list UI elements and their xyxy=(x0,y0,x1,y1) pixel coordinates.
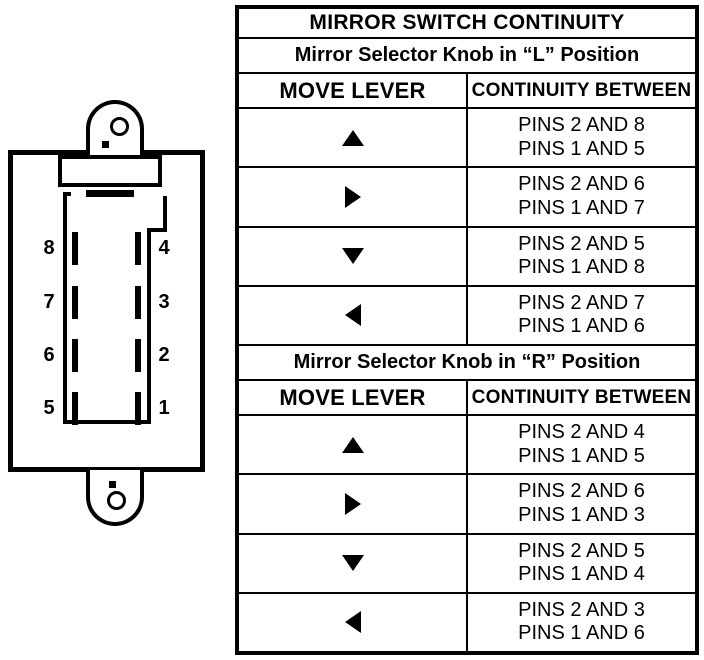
continuity-line-1: PINS 2 AND 4 xyxy=(518,421,645,444)
arrow-down-icon xyxy=(341,555,364,572)
arrow-up-icon xyxy=(341,436,364,453)
continuity-cell-l-up: PINS 2 AND 8 PINS 1 AND 5 xyxy=(466,106,695,169)
continuity-line-1: PINS 2 AND 8 xyxy=(518,114,645,137)
lever-cell-l-up xyxy=(239,106,468,169)
pin-blade-1 xyxy=(135,392,141,425)
continuity-line-2: PINS 1 AND 6 xyxy=(518,622,645,645)
continuity-cell-r-up: PINS 2 AND 4 PINS 1 AND 5 xyxy=(466,413,695,476)
pin-cavity-edge-top xyxy=(63,192,71,196)
mirror-switch-continuity-table: MIRROR SWITCH CONTINUITY Mirror Selector… xyxy=(235,5,699,655)
bottom-tab-screw-hole-icon xyxy=(107,491,126,510)
continuity-cell-r-down: PINS 2 AND 5 PINS 1 AND 4 xyxy=(466,532,695,594)
continuity-cell-l-down: PINS 2 AND 5 PINS 1 AND 8 xyxy=(466,225,695,287)
table-row: PINS 2 AND 6 PINS 1 AND 7 xyxy=(239,166,695,228)
column-header-continuity-r: CONTINUITY BETWEEN xyxy=(466,379,695,416)
table-row: PINS 2 AND 8 PINS 1 AND 5 xyxy=(239,106,695,169)
pin-label-8: 8 xyxy=(43,237,55,259)
arrow-down-icon xyxy=(341,248,364,265)
table-row: PINS 2 AND 3 PINS 1 AND 6 xyxy=(239,591,695,651)
section-heading-r: Mirror Selector Knob in “R” Position xyxy=(239,344,695,381)
arrow-right-icon xyxy=(344,492,361,515)
pin-label-4: 4 xyxy=(158,237,170,259)
continuity-line-2: PINS 1 AND 7 xyxy=(518,196,645,219)
lever-cell-r-left xyxy=(239,591,468,651)
pin-blade-4 xyxy=(135,232,141,265)
table-row: PINS 2 AND 6 PINS 1 AND 3 xyxy=(239,473,695,535)
lever-bar-icon xyxy=(86,190,134,197)
column-header-continuity-l: CONTINUITY BETWEEN xyxy=(466,72,695,109)
continuity-cell-r-left: PINS 2 AND 3 PINS 1 AND 6 xyxy=(466,591,695,651)
continuity-line-1: PINS 2 AND 3 xyxy=(518,598,645,621)
pin-label-2: 2 xyxy=(158,344,170,366)
continuity-line-1: PINS 2 AND 7 xyxy=(518,291,645,314)
lever-cell-r-right xyxy=(239,473,468,535)
continuity-cell-l-left: PINS 2 AND 7 PINS 1 AND 6 xyxy=(466,284,695,347)
pin-blade-7 xyxy=(72,286,78,319)
pin-cavity-shoulder-horizontal xyxy=(147,228,167,232)
top-tab-screw-hole-icon xyxy=(110,117,129,136)
continuity-cell-r-right: PINS 2 AND 6 PINS 1 AND 3 xyxy=(466,473,695,535)
continuity-line-2: PINS 1 AND 6 xyxy=(518,315,645,338)
bottom-mounting-tab xyxy=(86,470,144,526)
pin-blade-6 xyxy=(72,339,78,372)
pin-blade-2 xyxy=(135,339,141,372)
lever-cell-r-up xyxy=(239,413,468,476)
pin-cavity-shoulder-vertical xyxy=(163,196,167,232)
arrow-right-icon xyxy=(344,185,361,208)
continuity-line-1: PINS 2 AND 5 xyxy=(518,539,645,562)
bottom-tab-locating-pin-icon xyxy=(109,481,116,488)
pin-label-5: 5 xyxy=(43,397,55,419)
column-header-row-r: MOVE LEVER CONTINUITY BETWEEN xyxy=(239,379,695,416)
table-title: MIRROR SWITCH CONTINUITY xyxy=(239,9,695,39)
arrow-left-icon xyxy=(344,304,361,327)
continuity-line-1: PINS 2 AND 6 xyxy=(518,480,645,503)
lever-housing-block xyxy=(58,155,162,187)
lever-cell-r-down xyxy=(239,532,468,594)
pin-blade-8 xyxy=(72,232,78,265)
table-row: PINS 2 AND 7 PINS 1 AND 6 xyxy=(239,284,695,347)
continuity-line-2: PINS 1 AND 4 xyxy=(518,563,645,586)
section-heading-row-l: Mirror Selector Knob in “L” Position xyxy=(239,37,695,74)
pin-label-6: 6 xyxy=(43,344,55,366)
pin-label-3: 3 xyxy=(158,291,170,313)
section-heading-row-r: Mirror Selector Knob in “R” Position xyxy=(239,344,695,381)
pin-cavity-edge-left xyxy=(63,196,67,424)
column-header-move-lever-l: MOVE LEVER xyxy=(239,72,468,109)
continuity-line-2: PINS 1 AND 3 xyxy=(518,503,645,526)
table-row: PINS 2 AND 4 PINS 1 AND 5 xyxy=(239,413,695,476)
arrow-left-icon xyxy=(344,611,361,634)
lever-cell-l-right xyxy=(239,166,468,228)
pin-cavity-edge-bottom xyxy=(63,420,151,424)
table-row: PINS 2 AND 5 PINS 1 AND 4 xyxy=(239,532,695,594)
lever-cell-l-down xyxy=(239,225,468,287)
continuity-line-2: PINS 1 AND 8 xyxy=(518,256,645,279)
column-header-row-l: MOVE LEVER CONTINUITY BETWEEN xyxy=(239,72,695,109)
continuity-line-1: PINS 2 AND 6 xyxy=(518,173,645,196)
continuity-cell-l-right: PINS 2 AND 6 PINS 1 AND 7 xyxy=(466,166,695,228)
lever-cell-l-left xyxy=(239,284,468,347)
pin-label-1: 1 xyxy=(158,397,170,419)
arrow-up-icon xyxy=(341,129,364,146)
top-tab-locating-pin-icon xyxy=(102,141,109,148)
table-row: PINS 2 AND 5 PINS 1 AND 8 xyxy=(239,225,695,287)
continuity-table-grid: MIRROR SWITCH CONTINUITY Mirror Selector… xyxy=(239,9,695,651)
top-mounting-tab xyxy=(86,100,144,156)
pin-blade-5 xyxy=(72,392,78,425)
continuity-line-2: PINS 1 AND 5 xyxy=(518,444,645,467)
pin-blade-3 xyxy=(135,286,141,319)
pin-label-7: 7 xyxy=(43,291,55,313)
section-heading-l: Mirror Selector Knob in “L” Position xyxy=(239,37,695,74)
continuity-line-2: PINS 1 AND 5 xyxy=(518,137,645,160)
pin-cavity-edge-right xyxy=(147,228,151,424)
column-header-move-lever-r: MOVE LEVER xyxy=(239,379,468,416)
mirror-switch-connector-diagram: 8 7 6 5 4 3 2 1 xyxy=(0,0,230,660)
table-title-row: MIRROR SWITCH CONTINUITY xyxy=(239,9,695,39)
continuity-line-1: PINS 2 AND 5 xyxy=(518,232,645,255)
